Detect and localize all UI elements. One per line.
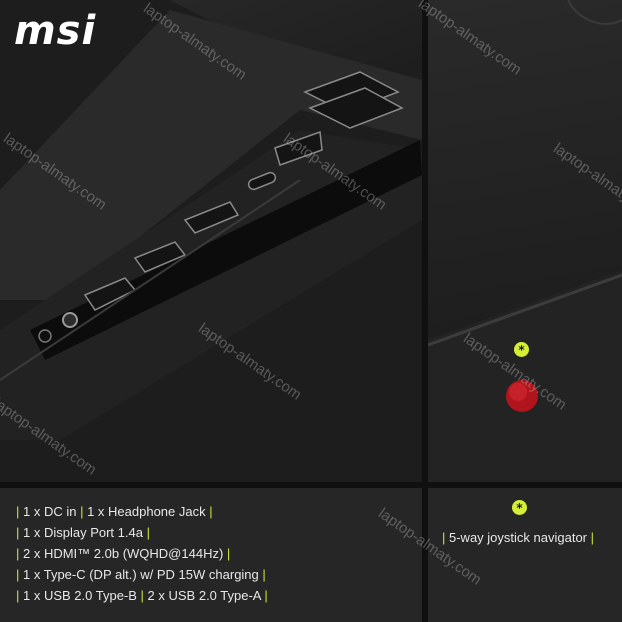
headphone-jack <box>38 329 52 343</box>
display-port <box>183 201 240 234</box>
spec-dc-in: 1 x DC in <box>23 504 77 519</box>
navigator-asterisk-icon: * <box>512 500 527 515</box>
joystick-photo: * <box>428 0 622 482</box>
spec-type-c: 1 x Type-C (DP alt.) w/ PD 15W charging <box>23 567 259 582</box>
spec-line-3: | 2 x HDMI™ 2.0b (WQHD@144Hz) | <box>16 546 231 561</box>
joystick-illustration <box>428 0 622 482</box>
msi-logo: msi <box>14 8 97 54</box>
spec-usb-a: 2 x USB 2.0 Type-A <box>147 588 261 603</box>
vertical-divider <box>422 0 428 622</box>
joystick-label-text: 5-way joystick navigator <box>449 530 587 545</box>
type-c-port <box>247 171 277 191</box>
spec-hdmi: 2 x HDMI™ 2.0b (WQHD@144Hz) <box>23 546 224 561</box>
joystick-label: | 5-way joystick navigator | <box>442 530 594 545</box>
spec-line-2: | 1 x Display Port 1.4a | <box>16 525 150 540</box>
spec-line-4: | 1 x Type-C (DP alt.) w/ PD 15W chargin… <box>16 567 266 582</box>
joystick-asterisk-icon: * <box>514 342 529 357</box>
spec-headphone-jack: 1 x Headphone Jack <box>87 504 206 519</box>
spec-line-5: | 1 x USB 2.0 Type-B | 2 x USB 2.0 Type-… <box>16 588 268 603</box>
specs-panel: | 1 x DC in | 1 x Headphone Jack | | 1 x… <box>0 488 422 622</box>
spec-displayport: 1 x Display Port 1.4a <box>23 525 143 540</box>
port-strip <box>30 140 422 360</box>
ports-illustration <box>0 10 422 440</box>
usb-b-port <box>274 130 323 166</box>
ports-photo: msi <box>0 0 422 482</box>
hdmi-port-2 <box>133 241 187 273</box>
dc-jack <box>62 312 78 328</box>
spec-line-1: | 1 x DC in | 1 x Headphone Jack | <box>16 504 213 519</box>
usb-a-port-2 <box>308 87 404 129</box>
horizontal-divider <box>0 482 622 488</box>
spec-usb-b: 1 x USB 2.0 Type-B <box>23 588 137 603</box>
joystick-panel: * | 5-way joystick navigator | <box>428 488 622 622</box>
